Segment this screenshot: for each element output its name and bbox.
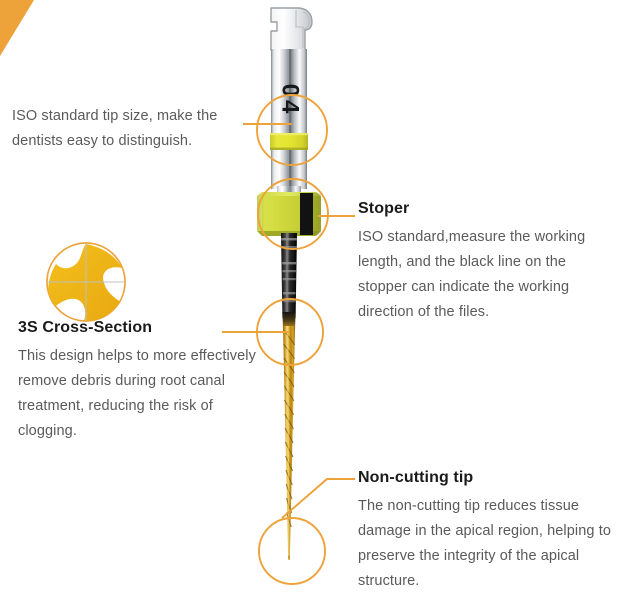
callout-markers xyxy=(222,94,355,585)
callout-cross-section: 3S Cross-Section This design helps to mo… xyxy=(18,318,270,444)
callout-circle-iso xyxy=(256,94,328,166)
handle-size-marking: 04 xyxy=(277,84,304,117)
black-shaft xyxy=(281,233,297,330)
latch-head-icon xyxy=(270,7,313,51)
stopper-black-line xyxy=(300,193,313,235)
file-instrument: 04 xyxy=(257,7,321,560)
metal-handle xyxy=(271,49,307,189)
callout-circle-tip xyxy=(258,517,326,585)
cross-section-body-text: This design helps to more effectively re… xyxy=(18,347,256,439)
leader-line-tip xyxy=(281,478,355,519)
non-cutting-tip xyxy=(288,556,290,560)
stoper-title: Stoper xyxy=(358,200,410,217)
svg-text:04: 04 xyxy=(277,84,304,117)
callout-circle-stoper xyxy=(257,178,329,250)
stoper-body-text: ISO standard,measure the working length,… xyxy=(358,228,586,320)
non-cutting-tip-body-text: The non-cutting tip reduces tissue damag… xyxy=(358,497,611,589)
gold-flutes xyxy=(282,326,296,560)
callout-iso-tip-size: ISO standard tip size, make the dentists… xyxy=(12,104,252,154)
callout-stoper: Stoper ISO standard,measure the working … xyxy=(358,199,616,325)
color-code-ring xyxy=(270,133,308,150)
callout-non-cutting-tip: Non-cutting tip The non-cutting tip redu… xyxy=(358,468,616,594)
cross-section-diagram-icon xyxy=(46,242,126,322)
cross-section-title: 3S Cross-Section xyxy=(18,319,153,336)
silicone-stopper xyxy=(257,192,321,236)
non-cutting-tip-title: Non-cutting tip xyxy=(358,469,474,486)
iso-body-text: ISO standard tip size, make the dentists… xyxy=(12,108,218,149)
